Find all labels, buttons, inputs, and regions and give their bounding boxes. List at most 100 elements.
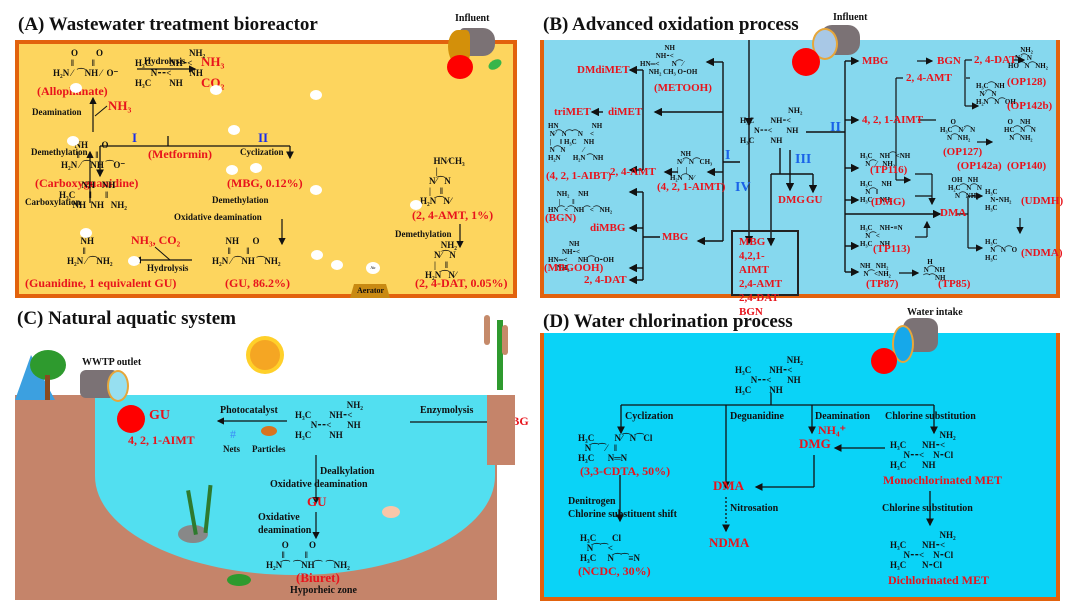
tp116-label: (TP116) [870, 164, 908, 176]
nets-label: Nets [223, 444, 240, 454]
amt-yield-label: (2, 4-AMT, 1%) [412, 208, 494, 222]
dimbg-label: diMBG [590, 222, 626, 234]
water-intake-label: Water intake [907, 307, 963, 318]
bgn-label: (BGN) [545, 212, 577, 224]
amt-structure: HN⁄CH₃ | N⁄⁀N | ‖H₂N⁀N⁄ [420, 156, 465, 206]
aibt-structure: HN NH N⁄⁀N⁀⁀N < | ‖ H₃C NH N⁀N ⁄H₂N H₂N … [548, 122, 604, 162]
biuret-label: (Biuret) [296, 570, 340, 585]
dat-label: (2, 4-DAT, 0.05%) [415, 276, 508, 290]
cattail-icon [484, 315, 490, 345]
influent-opening-icon [812, 28, 838, 60]
route-I-label: I [132, 130, 138, 145]
water-body [95, 395, 495, 575]
deamination-label: Deamination [32, 107, 82, 117]
air-bubble [128, 256, 140, 266]
air-bubble [250, 163, 262, 173]
nets-icon: # [230, 427, 236, 441]
metformin-label: (Metformin) [148, 147, 212, 161]
panel-c-title: (C) Natural aquatic system [17, 308, 237, 329]
cyclization-d-label: Cyclization [625, 411, 674, 422]
udmh-label: (UDMH) [1021, 195, 1064, 207]
air-bubble [210, 85, 222, 95]
aerator-icon [350, 284, 390, 298]
route-III-label-b: III [795, 152, 812, 167]
panel-d-frame [540, 333, 1060, 601]
nitrosation-label: Nitrosation [730, 503, 779, 514]
air-bubble [226, 165, 238, 175]
dma-label-b: DMA [940, 207, 967, 219]
panel-a-title: (A) Wastewater treatment bioreactor [18, 14, 318, 35]
box-item: BGN [739, 306, 763, 318]
ndma-label: (NDMA) [1021, 247, 1063, 259]
route-II-label: II [258, 130, 269, 145]
amt-left-label: 2, 4-AMT [610, 166, 656, 178]
aimt-structure: NH N⁄⁀N⁀CH₃ | |H₂N⁀N⁄ [670, 150, 713, 182]
aerator-label: Aerator [357, 286, 385, 295]
enzymolysis-label: Enzymolysis [420, 405, 474, 416]
hydrolysis-bottom-label: Hydrolysis [147, 263, 189, 273]
dmg-structure: H₃C NH N⁀‖H₃C NH₂ [860, 180, 893, 204]
nh3-co2-bottom: NH₃, CO₂ [131, 233, 181, 247]
sun-icon [250, 340, 280, 370]
metformin-drop-icon-d [871, 348, 897, 374]
influent-label-a: Influent [455, 13, 490, 24]
box-item: MBG [739, 236, 766, 248]
influent-label-b: Influent [833, 12, 868, 23]
mbgooh-structure: NH NH⁃<HN═< NH⁀O⁃OH NH₂ [548, 240, 614, 272]
box-item: 2,4-DAT [739, 292, 779, 304]
guanylurea-structure: NH O ‖ ‖H₂N ⁄ ⁀NH ⁀NH₂ [212, 236, 281, 266]
tp113-label: (TP113) [873, 243, 911, 255]
allophanate-structure: O O ‖ ‖H₂N ⁄ ⁀NH ⁄ O⁻ [53, 48, 119, 78]
carboxylation-label: Carboxylation [25, 197, 81, 207]
amt-right-label: 2, 4-AMT [906, 72, 952, 84]
cattail-icon [502, 325, 508, 355]
mbgooh-label: (MBGOOH) [544, 262, 604, 274]
denitrogen-label: Denitrogen [568, 496, 616, 507]
route-IV-label-b: IV [735, 180, 751, 195]
bacterium-icon-c [227, 574, 251, 586]
aimt-label: (4, 2, 1-AIMT) [657, 181, 726, 193]
air-bubble [310, 90, 322, 100]
carboxyguanidine-structure: NH O ‖ ‖H₂N ⁄ ⁀NH ⁀O⁻ [61, 140, 126, 170]
biuret-structure: O O ‖ ‖H₂N⁀ ⁀NH⁀ ⁀NH₂ [266, 540, 350, 570]
oxidative-label: Oxidative [258, 512, 300, 523]
cdta-structure: H₃C N⁄⁀N⁀Cl N⁀⁀⁄ ‖H₃C N═N [578, 433, 653, 463]
water-intake-opening-icon [892, 325, 914, 363]
carboxyguanidine-label: (Carboxyguanidine) [35, 176, 139, 190]
gu-label: (GU, 86.2%) [225, 276, 290, 290]
gu-photoproduct-label: GU [149, 408, 170, 423]
aibt-label: (4, 2, 1-AIBT) [546, 170, 612, 182]
air-bubble [410, 200, 422, 210]
cdta-label: (3,3-CDTA, 50%) [580, 464, 671, 478]
box-item: 2,4-AMT [739, 278, 783, 290]
route-iv-products-box: MBG 4,2,1-AIMT 2,4-AMT 2,4-DAT BGN [731, 230, 799, 318]
metformin-drop-icon-b [792, 48, 820, 76]
panel-b-title: (B) Advanced oxidation process [543, 14, 799, 35]
nh3-deamination: NH₃ [108, 98, 132, 113]
panel-d-title: (D) Water chlorination process [543, 311, 793, 332]
tp116-structure: H₃C NH⁀<NH N⁀⁄ NH₂ [860, 152, 911, 168]
metformin-drop-icon-c [117, 405, 145, 433]
chlorine-substitution-2-label: Chlorine substitution [882, 503, 973, 514]
dmg-d-label: DMG [799, 436, 831, 451]
nh4-label: NH₄⁺ [818, 423, 846, 437]
tp87-label: (TP87) [866, 278, 899, 290]
tp87-structure: NH NH₂ N⁀<NH₂ [860, 262, 891, 278]
ncdc-label: (NCDC, 30%) [578, 564, 651, 578]
wwtp-opening-icon [107, 370, 129, 402]
metooh-label: (METOOH) [654, 82, 712, 94]
particles-label: Particles [252, 444, 286, 454]
air-bubble [311, 250, 323, 260]
